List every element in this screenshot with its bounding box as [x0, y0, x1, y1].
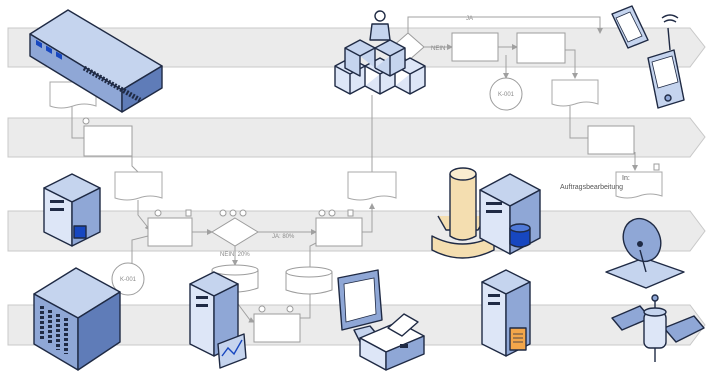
satellite-icon — [611, 294, 705, 362]
connector-circle-k001-mid: K-001 — [111, 262, 145, 296]
rack-server-icon — [33, 267, 121, 371]
document-mid-left — [114, 171, 163, 201]
process-box-2 — [516, 32, 566, 64]
connector-circle-k001-top: K-001 — [489, 77, 523, 111]
connector-lines — [71, 16, 638, 323]
label-auftragsbearbeitung: Auftragsbearbeitung — [560, 184, 623, 191]
decision-diamond-mid — [211, 217, 259, 247]
satellite-dish-icon — [605, 217, 685, 289]
warehouse-boxes-icon — [334, 39, 426, 95]
swimlane-2 — [7, 117, 706, 158]
server-tower-icon — [43, 173, 101, 247]
process-box-5 — [147, 217, 193, 247]
user-icon — [369, 10, 391, 41]
label-nein-20: NEIN: 20% — [220, 252, 250, 258]
document-mid-center — [347, 171, 397, 201]
printer-monitor-icon — [337, 269, 425, 371]
process-box-7 — [253, 313, 301, 343]
data-store-2 — [285, 266, 333, 295]
svg-text:K-001: K-001 — [498, 92, 515, 98]
pda-device-icon — [611, 5, 685, 109]
label-in: In: — [622, 175, 630, 182]
process-box-1 — [451, 32, 499, 62]
document-mid-right — [615, 171, 663, 199]
svg-text:K-001: K-001 — [120, 277, 137, 283]
server-file-icon — [481, 269, 531, 357]
server-chart-icon — [189, 271, 247, 369]
server-database-icon — [431, 167, 541, 259]
label-ja-80: JA: 80% — [272, 234, 295, 240]
network-switch-icon — [29, 9, 163, 113]
process-box-3 — [83, 125, 133, 157]
document-top-right — [551, 79, 599, 107]
label-ja-top: JA — [466, 16, 473, 22]
process-box-6 — [315, 217, 363, 247]
label-nein: NEIN — [431, 46, 445, 52]
process-box-4 — [587, 125, 635, 155]
